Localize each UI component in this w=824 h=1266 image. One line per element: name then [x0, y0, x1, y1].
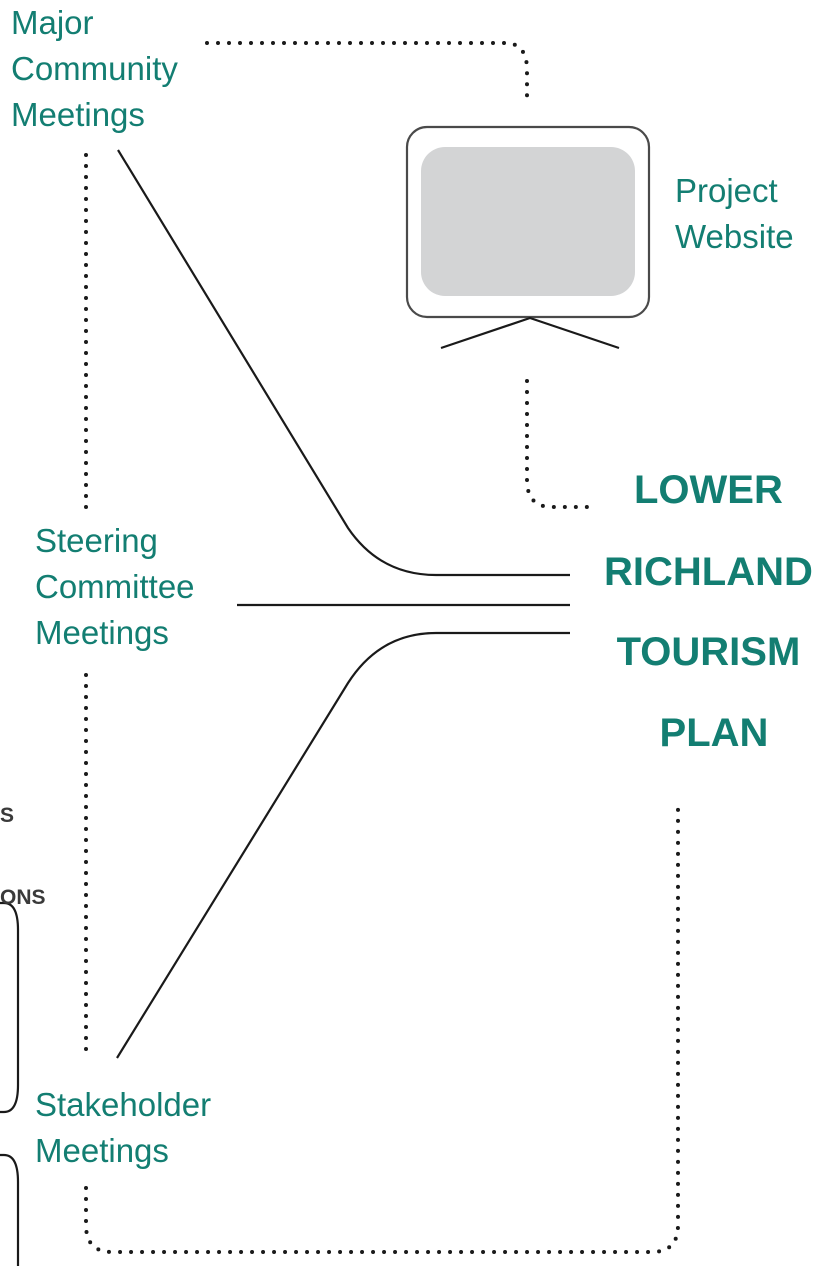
cut-off-box-upper	[0, 901, 20, 1114]
plan-title: LOWER RICHLAND TOURISM PLAN	[604, 468, 824, 755]
steering-committee-meetings-label: Steering Committee Meetings	[35, 522, 204, 651]
project-website-label: Project Website	[675, 172, 794, 255]
solid-connector-stakeholder-to-plan	[116, 631, 570, 1059]
stakeholder-meetings-label: Stakeholder Meetings	[35, 1086, 220, 1169]
cut-off-label-upper: S	[0, 804, 14, 827]
solid-connector-community-to-plan	[117, 149, 570, 577]
major-community-meetings-label: Major Community Meetings	[11, 4, 187, 133]
monitor-stand	[440, 316, 620, 350]
dotted-connector-stakeholder-to-plan	[84, 797, 680, 1254]
dotted-connector-community-to-website	[205, 41, 529, 102]
cut-off-label-lower: ONS	[0, 886, 46, 909]
cut-off-box-lower	[0, 1153, 20, 1266]
dotted-connector-website-to-plan	[525, 379, 594, 509]
monitor-screen	[421, 147, 635, 296]
monitor-icon	[405, 125, 651, 350]
